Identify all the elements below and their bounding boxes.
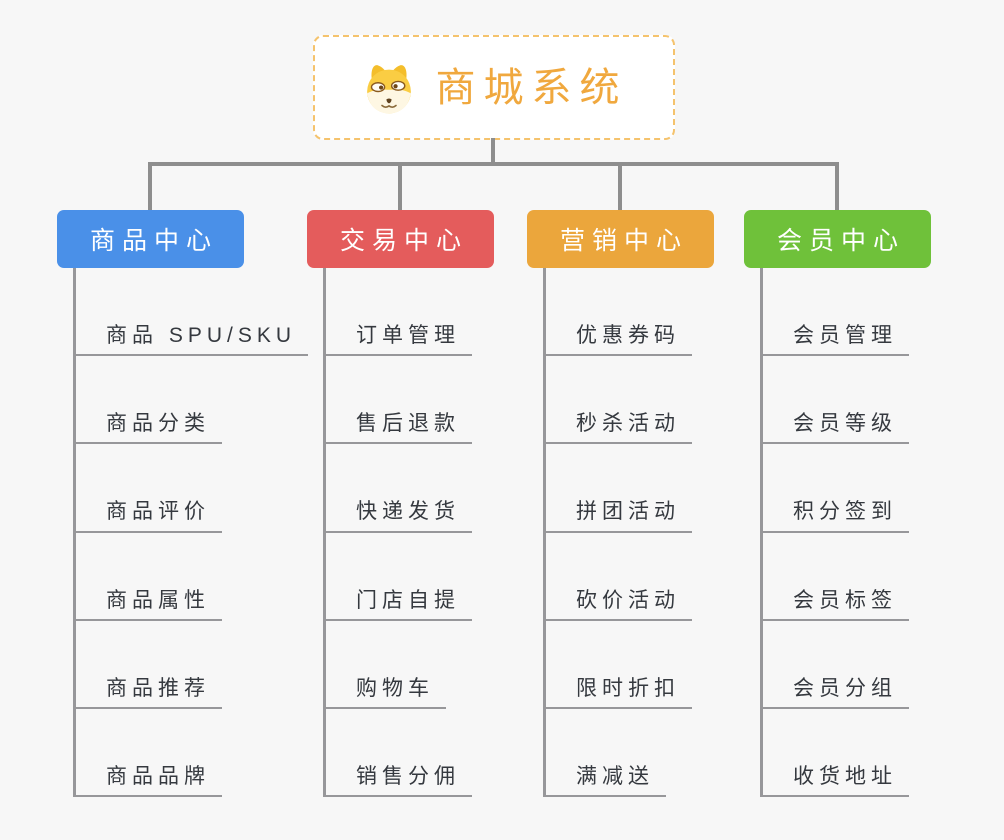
topic-item[interactable]: 商品品牌 xyxy=(76,709,222,798)
branch-header-trade[interactable]: 交易中心 xyxy=(307,210,494,268)
root-topic-title: 商城系统 xyxy=(435,65,628,110)
branch-header-label: 交易中心 xyxy=(339,227,468,255)
topic-item[interactable]: 商品推荐 xyxy=(76,621,222,709)
branch-column-member: 会员管理 会员等级 积分签到 会员标签 会员分组 收货地址 xyxy=(760,268,909,798)
topic-item[interactable]: 售后退款 xyxy=(326,356,472,445)
topic-item[interactable]: 优惠券码 xyxy=(546,268,692,357)
branch-column-marketing: 优惠券码 秒杀活动 拼团活动 砍价活动 限时折扣 满减送 xyxy=(543,268,692,798)
topic-item[interactable]: 门店自提 xyxy=(326,533,472,621)
topic-item[interactable]: 销售分佣 xyxy=(326,709,472,798)
topic-item-label: 会员管理 xyxy=(793,324,897,348)
branch-header-product[interactable]: 商品中心 xyxy=(57,210,244,268)
topic-item[interactable]: 会员分组 xyxy=(763,621,909,709)
branch-header-label: 商品中心 xyxy=(89,227,218,255)
topic-item[interactable]: 满减送 xyxy=(546,709,666,798)
topic-item-label: 满减送 xyxy=(576,765,654,789)
topic-item-label: 商品评价 xyxy=(106,500,210,524)
topic-item-label: 商品属性 xyxy=(106,588,210,612)
topic-item[interactable]: 积分签到 xyxy=(763,444,909,533)
topic-item-label: 订单管理 xyxy=(356,324,460,348)
topic-item-label: 购物车 xyxy=(356,676,434,700)
topic-item[interactable]: 收货地址 xyxy=(763,709,909,798)
topic-item[interactable]: 会员标签 xyxy=(763,533,909,621)
topic-item[interactable]: 会员等级 xyxy=(763,356,909,445)
topic-item-label: 商品分类 xyxy=(106,412,210,436)
topic-item[interactable]: 拼团活动 xyxy=(546,444,692,533)
connector-drop-member xyxy=(835,162,839,210)
connector-root-stem xyxy=(491,138,495,164)
topic-item[interactable]: 会员管理 xyxy=(763,268,909,357)
topic-item-label: 快递发货 xyxy=(356,500,460,524)
branch-header-label: 营销中心 xyxy=(559,227,688,255)
topic-item[interactable]: 订单管理 xyxy=(326,268,472,357)
connector-drop-marketing xyxy=(618,162,622,210)
topic-item[interactable]: 商品属性 xyxy=(76,533,222,621)
connector-drop-trade xyxy=(398,162,402,210)
topic-item-label: 会员标签 xyxy=(793,588,897,612)
branch-column-trade: 订单管理 售后退款 快递发货 门店自提 购物车 销售分佣 xyxy=(323,268,472,798)
topic-item-label: 会员等级 xyxy=(793,412,897,436)
branch-header-marketing[interactable]: 营销中心 xyxy=(527,210,714,268)
topic-item-label: 砍价活动 xyxy=(576,588,680,612)
topic-item[interactable]: 限时折扣 xyxy=(546,621,692,709)
branch-header-member[interactable]: 会员中心 xyxy=(744,210,931,268)
connector-drop-product xyxy=(148,162,152,210)
topic-item[interactable]: 购物车 xyxy=(326,621,446,709)
topic-item[interactable]: 砍价活动 xyxy=(546,533,692,621)
topic-item-label: 商品推荐 xyxy=(106,676,210,700)
branch-column-product: 商品 SPU/SKU 商品分类 商品评价 商品属性 商品推荐 商品品牌 xyxy=(73,268,309,798)
topic-item-label: 售后退款 xyxy=(356,412,460,436)
topic-item[interactable]: 商品 SPU/SKU xyxy=(76,268,309,357)
topic-item-label: 会员分组 xyxy=(793,676,897,700)
topic-item-label: 商品品牌 xyxy=(106,765,210,789)
topic-item[interactable]: 商品评价 xyxy=(76,444,222,533)
topic-item-label: 秒杀活动 xyxy=(576,412,680,436)
connector-horizontal xyxy=(148,162,839,166)
topic-item[interactable]: 快递发货 xyxy=(326,444,472,533)
topic-item-label: 优惠券码 xyxy=(576,324,680,348)
topic-item[interactable]: 商品分类 xyxy=(76,356,222,445)
topic-item-label: 限时折扣 xyxy=(576,676,680,700)
topic-item-label: 积分签到 xyxy=(793,500,897,524)
topic-item-label: 拼团活动 xyxy=(576,500,680,524)
topic-item-label: 收货地址 xyxy=(793,765,897,789)
topic-item[interactable]: 秒杀活动 xyxy=(546,356,692,445)
dog-face-icon xyxy=(366,64,411,113)
topic-item-label: 门店自提 xyxy=(356,588,460,612)
topic-item-label: 商品 SPU/SKU xyxy=(106,324,297,348)
root-topic[interactable]: 商城系统 xyxy=(313,35,675,140)
topic-item-label: 销售分佣 xyxy=(356,765,460,789)
branch-header-label: 会员中心 xyxy=(776,227,905,255)
